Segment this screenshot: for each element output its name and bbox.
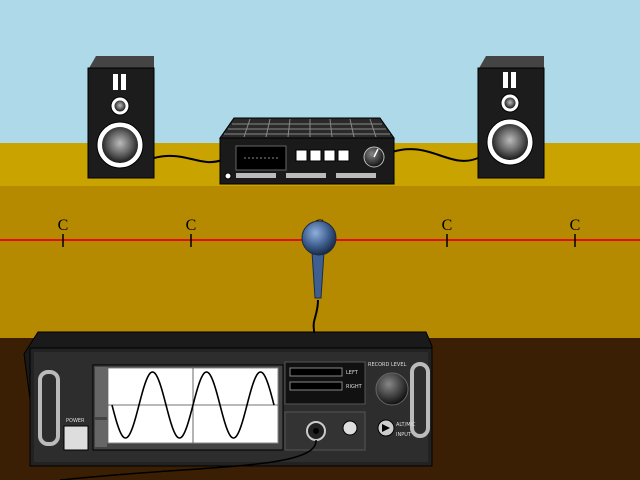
- tweeter-slot: [113, 74, 118, 90]
- power-button[interactable]: [63, 425, 89, 451]
- record-level-knob[interactable]: [375, 372, 409, 406]
- amp-button[interactable]: [309, 149, 322, 162]
- microphone-head: [301, 220, 337, 256]
- amp-button[interactable]: [323, 149, 336, 162]
- oscilloscope: POWER LEFT RIGHT RECORD LEVEL ALT/MIC IN…: [23, 331, 433, 480]
- left-level-meter: [289, 367, 343, 377]
- microphone-cable: [312, 299, 319, 331]
- compression-label: C: [442, 217, 453, 234]
- woofer-cone: [102, 127, 138, 163]
- right-channel-label: RIGHT: [346, 384, 363, 390]
- waveform-trace: [111, 371, 275, 439]
- left-speaker-cable: [153, 154, 223, 164]
- compression-label: C: [570, 217, 581, 234]
- left-handle: [38, 370, 60, 446]
- alt-input-label: INPUT: [396, 432, 412, 438]
- record-level-label: RECORD LEVEL: [368, 362, 406, 368]
- right-speaker-cable: [391, 148, 479, 162]
- tweeter-slot: [503, 72, 508, 88]
- power-label: POWER: [66, 418, 85, 424]
- amplifier: [219, 117, 395, 185]
- left-speaker: [87, 56, 155, 179]
- compression-label: C: [58, 217, 69, 234]
- right-speaker: [477, 56, 545, 179]
- compression-marker: C: [570, 217, 581, 247]
- amp-button[interactable]: [337, 149, 350, 162]
- control-knob[interactable]: [342, 420, 358, 436]
- right-handle: [410, 362, 430, 438]
- tweeter-slot: [511, 72, 516, 88]
- amp-button[interactable]: [295, 149, 308, 162]
- compression-marker: C: [58, 217, 69, 247]
- compression-marker: C: [186, 217, 197, 247]
- compression-label: C: [186, 217, 197, 234]
- compression-marker: C: [442, 217, 453, 247]
- oscilloscope-cable: [59, 439, 317, 480]
- woofer-cone: [492, 124, 528, 160]
- microphone: [301, 220, 337, 331]
- alt-mic-label: ALT/MIC: [396, 422, 416, 428]
- right-level-meter: [289, 381, 343, 391]
- tweeter-slot: [121, 74, 126, 90]
- left-channel-label: LEFT: [346, 370, 359, 376]
